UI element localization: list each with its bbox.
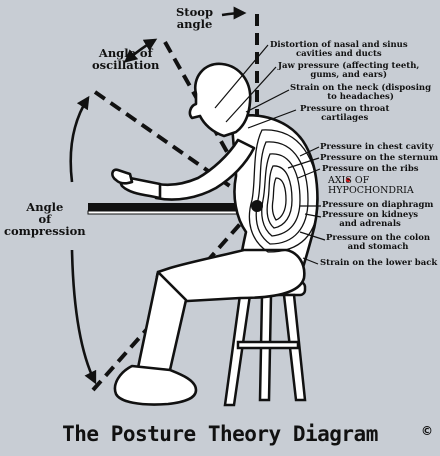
label-axis-hypochondria: AXIS OF HYPOCHONDRIA: [328, 175, 414, 196]
label-diaphragm: Pressure on diaphragm: [322, 200, 434, 210]
label-sternum: Pressure on the sternum: [320, 153, 439, 163]
compression-arc-lower: [70, 249, 97, 385]
figure-head: [188, 62, 252, 138]
label-lower-back: Strain on the lower back: [320, 258, 438, 268]
label-chest-cavity: Pressure in chest cavity: [320, 142, 434, 152]
oscillation-arc: [124, 38, 158, 63]
hypochondria-axis-point: [251, 200, 263, 212]
leader-lines: [214, 44, 326, 265]
figure-hand: [111, 168, 134, 185]
label-kidneys-adrenals: Pressure on kidneys and adrenals: [322, 210, 419, 229]
desk-edge: [87, 210, 259, 215]
stoop-angle-label: Stoop angle: [176, 5, 213, 31]
human-figure: [111, 62, 319, 406]
oscillation-angle-label: Angle of oscillation: [92, 46, 160, 72]
diagram-title: The Posture Theory Diagram: [62, 422, 378, 446]
label-colon-stomach: Pressure on the colon and stomach: [326, 233, 431, 252]
label-nasal-sinus: Distortion of nasal and sinus cavities a…: [270, 40, 408, 59]
compression-angle-label: Angle of compression: [4, 200, 86, 238]
figure-foot: [113, 364, 198, 406]
pressure-contours: [248, 129, 319, 253]
angle-arcs: [69, 6, 247, 385]
label-throat-cartilages: Pressure on throat cartilages: [300, 104, 390, 123]
compression-arc-upper: [69, 95, 90, 183]
axis-label-dot: [345, 177, 351, 183]
label-ribs: Pressure on the ribs: [322, 164, 419, 174]
label-neck-strain: Strain on the neck (disposing to headach…: [290, 83, 432, 102]
stool-leg-left: [223, 293, 252, 407]
oscillation-line: [93, 90, 259, 207]
stool: [223, 280, 307, 407]
stoop-arc: [221, 6, 247, 20]
figure-thigh: [155, 248, 306, 304]
label-jaw-pressure: Jaw pressure (affecting teeth, gums, and…: [278, 61, 420, 80]
desk: [87, 203, 259, 215]
stool-rung: [236, 340, 300, 350]
copyright-symbol: ©: [421, 424, 433, 438]
desk-top: [88, 203, 258, 211]
